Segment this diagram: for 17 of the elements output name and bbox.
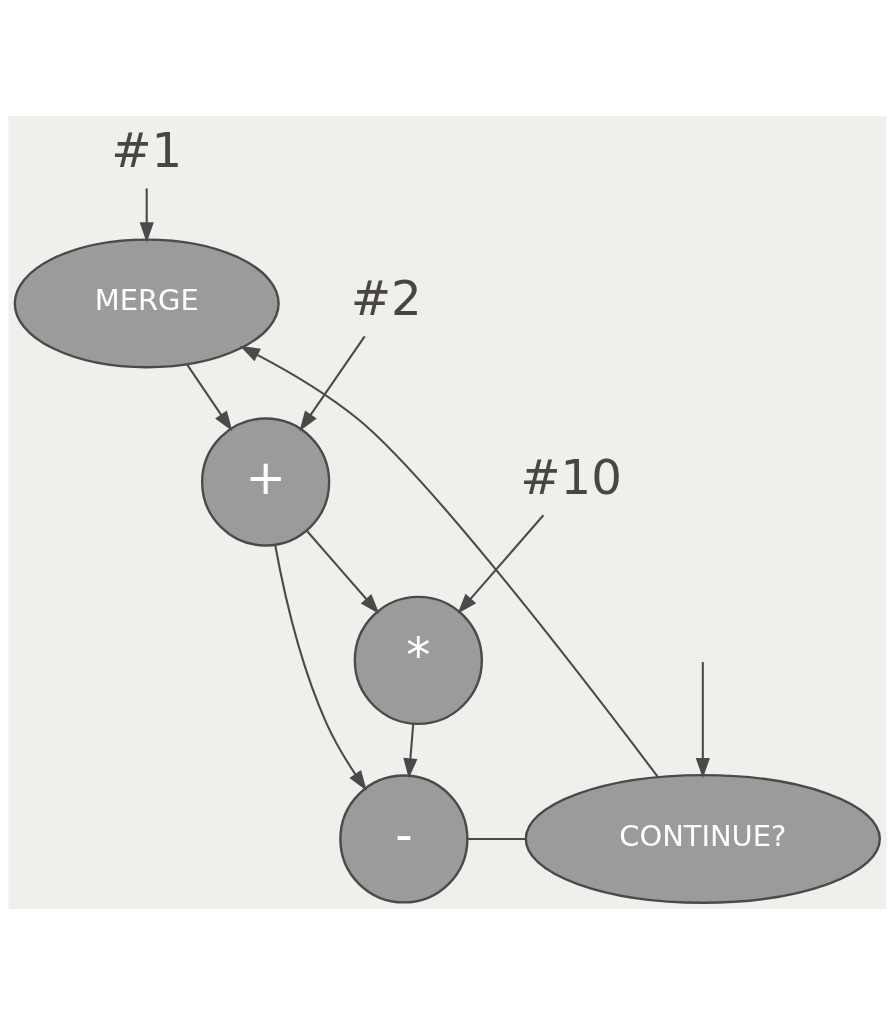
node-ellipse: CONTINUE? [524,773,881,904]
arrow [299,335,366,432]
arrow [403,723,418,779]
connector [467,837,526,840]
node-ellipse: MERGE [13,238,280,369]
arrow [305,529,380,615]
arrow [139,188,154,243]
arrow [239,345,659,778]
arrow [457,514,545,614]
node-circle: + [200,417,331,547]
arrow [695,662,710,779]
node-circle: - [339,774,469,904]
node-text: #10 [520,449,622,506]
node-text: #1 [111,122,183,179]
arrow [186,363,233,432]
arrow [274,544,367,791]
node-text: #2 [350,270,422,327]
